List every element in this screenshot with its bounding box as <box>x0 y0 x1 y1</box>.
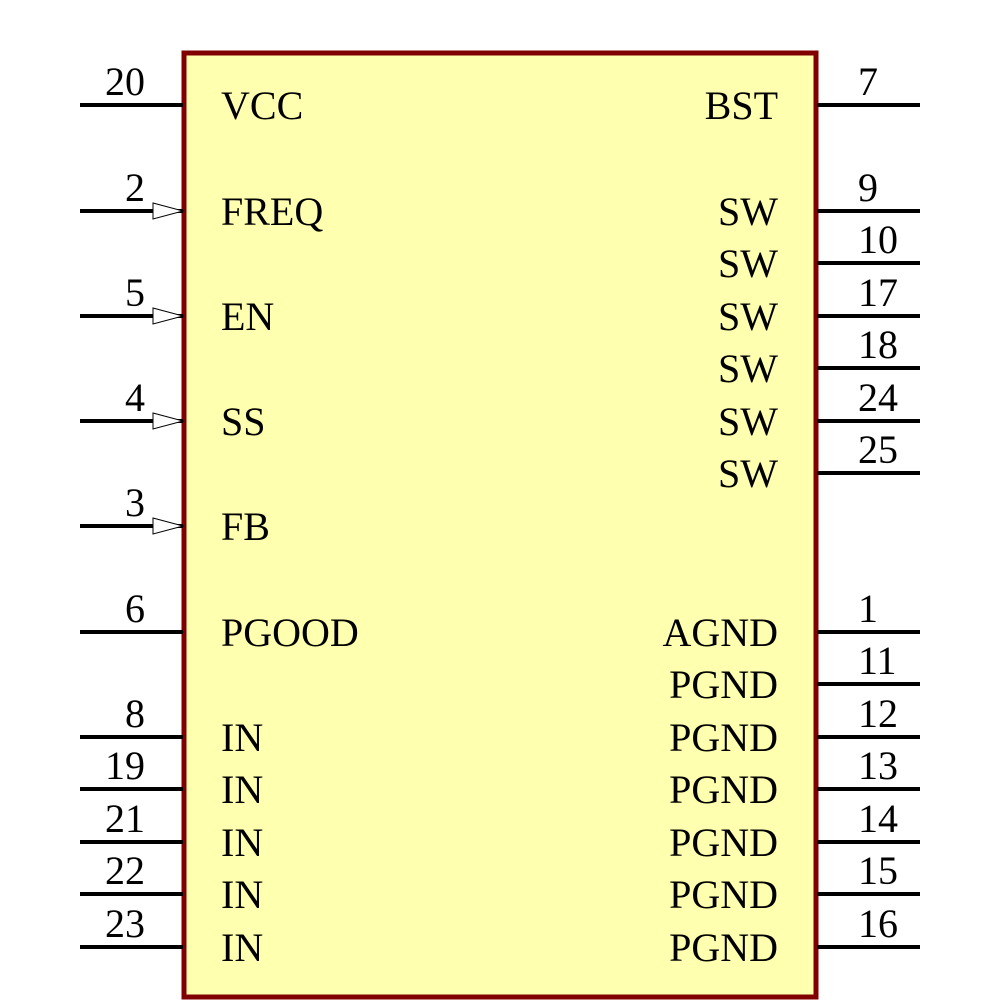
pin-number: 6 <box>125 586 145 631</box>
pin-name: SW <box>718 346 778 391</box>
pin-number: 17 <box>858 270 898 315</box>
pin-name: FREQ <box>221 189 323 234</box>
pin-number: 16 <box>858 901 898 946</box>
pin-name: PGND <box>669 715 778 760</box>
pin-number: 9 <box>858 165 878 210</box>
pin-number: 22 <box>105 848 145 893</box>
input-arrow-icon <box>152 412 185 430</box>
pin-number: 1 <box>858 586 878 631</box>
pin-number: 12 <box>858 691 898 736</box>
input-arrow-icon <box>152 202 185 220</box>
pin-name: PGND <box>669 767 778 812</box>
pin-number: 11 <box>858 638 897 683</box>
input-arrow-icon <box>152 517 185 535</box>
pin-name: EN <box>221 294 274 339</box>
pin-number: 15 <box>858 848 898 893</box>
pin-name: SS <box>221 399 266 444</box>
pin-name: IN <box>221 820 263 865</box>
pin-number: 10 <box>858 217 898 262</box>
pin-number: 24 <box>858 375 898 420</box>
pin-name: SW <box>718 451 778 496</box>
pin-name: IN <box>221 767 263 812</box>
component-body[interactable] <box>181 50 819 1000</box>
pin-name: SW <box>718 189 778 234</box>
pin-name: BST <box>705 83 778 128</box>
pin-name: AGND <box>662 610 778 655</box>
pin-number: 8 <box>125 691 145 736</box>
pin-number: 7 <box>858 59 878 104</box>
pin-number: 25 <box>858 427 898 472</box>
right-pins: 7BST9SW10SW17SW18SW24SW25SW1AGND11PGND12… <box>662 59 920 970</box>
pin-5[interactable]: 5EN <box>80 270 274 339</box>
pin-number: 4 <box>125 375 145 420</box>
pin-number: 20 <box>105 59 145 104</box>
pin-number: 13 <box>858 743 898 788</box>
pin-number: 18 <box>858 322 898 367</box>
pin-name: PGND <box>669 662 778 707</box>
pin-number: 14 <box>858 796 898 841</box>
pin-number: 2 <box>125 165 145 210</box>
left-pins: 20VCC2FREQ5EN4SS3FB6PGOOD8IN19IN21IN22IN… <box>80 59 359 970</box>
pin-3[interactable]: 3FB <box>80 480 270 549</box>
pin-name: PGND <box>669 925 778 970</box>
pin-number: 19 <box>105 743 145 788</box>
pin-9[interactable]: 9SW <box>718 165 920 234</box>
pin-name: PGND <box>669 820 778 865</box>
pin-name: VCC <box>221 83 303 128</box>
pin-name: SW <box>718 241 778 286</box>
pin-name: IN <box>221 872 263 917</box>
pin-name: PGND <box>669 872 778 917</box>
pin-name: SW <box>718 399 778 444</box>
pin-4[interactable]: 4SS <box>80 375 266 444</box>
pin-number: 21 <box>105 796 145 841</box>
pin-name: FB <box>221 504 270 549</box>
pin-number: 23 <box>105 901 145 946</box>
pin-name: SW <box>718 294 778 339</box>
pin-name: IN <box>221 715 263 760</box>
pin-name: IN <box>221 925 263 970</box>
input-arrow-icon <box>152 307 185 325</box>
pin-8[interactable]: 8IN <box>80 691 263 760</box>
pin-number: 3 <box>125 480 145 525</box>
pin-name: PGOOD <box>221 610 359 655</box>
pin-number: 5 <box>125 270 145 315</box>
